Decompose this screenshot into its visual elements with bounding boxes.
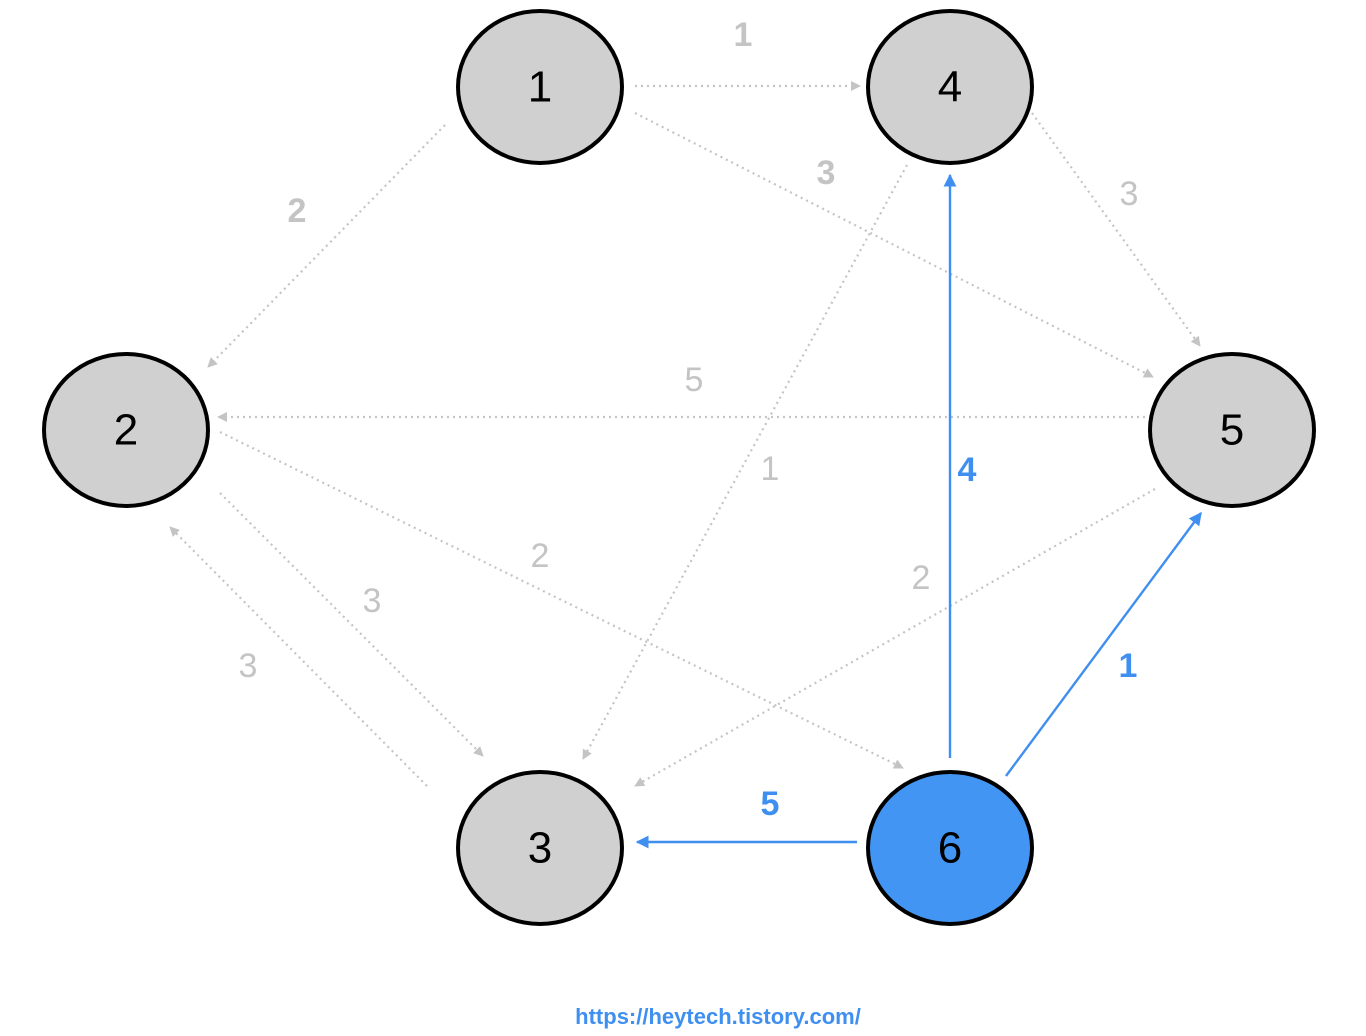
node-circle: [1148, 352, 1316, 508]
edges: [169, 81, 1202, 849]
edge-weight-3-2: 3: [239, 647, 258, 685]
edge-weight-6-4: 4: [958, 451, 977, 489]
node-circle: [866, 9, 1034, 165]
edge-weight-4-5: 3: [1120, 175, 1139, 213]
node-5: 5: [1148, 352, 1316, 508]
edge-weight-6-5: 1: [1119, 647, 1138, 685]
edge-weight-6-3: 5: [761, 785, 780, 823]
edge-5-3: [634, 488, 1156, 787]
edge-weight-2-6: 2: [531, 537, 550, 575]
node-label: 3: [528, 824, 552, 873]
edge-weight-1-5: 3: [817, 154, 836, 192]
node-label: 4: [938, 63, 962, 112]
node-2: 2: [42, 352, 210, 508]
edge-2-6: [219, 431, 904, 769]
node-1: 1: [456, 9, 624, 165]
node-4: 4: [866, 9, 1034, 165]
edge-weight-5-3: 2: [912, 559, 931, 597]
node-circle: [42, 352, 210, 508]
node-6: 6: [866, 770, 1034, 926]
edge-1-5: [634, 112, 1154, 378]
nodes: 1 2 3 4 5 6: [42, 9, 1316, 926]
graph-diagram: 1 2 3 3 1 5 2 2 3 3 4 1 5 1 2 3 4 5 6: [42, 9, 1316, 926]
edge-weight-2-3: 3: [363, 582, 382, 620]
node-circle: [866, 770, 1034, 926]
edge-3-2: [169, 526, 428, 787]
edge-4-5: [1031, 112, 1201, 347]
edge-weight-5-2: 5: [685, 361, 704, 399]
node-3: 3: [456, 770, 624, 926]
edge-weight-4-3: 1: [761, 450, 780, 488]
node-circle: [456, 770, 624, 926]
edge-1-2: [207, 124, 446, 368]
edge-weights: 1 2 3 3 1 5 2 2 3 3 4 1 5: [239, 16, 1139, 823]
edge-4-3: [582, 164, 908, 760]
node-label: 6: [938, 824, 962, 873]
node-label: 5: [1220, 406, 1244, 455]
source-url: https://heytech.tistory.com/: [575, 1004, 861, 1029]
node-circle: [456, 9, 624, 165]
edge-2-3: [219, 492, 484, 757]
node-label: 2: [114, 406, 138, 455]
node-label: 1: [528, 63, 552, 112]
edge-weight-1-4: 1: [734, 16, 753, 54]
edge-weight-1-2: 2: [288, 192, 307, 230]
edge-6-5: [1005, 511, 1202, 777]
